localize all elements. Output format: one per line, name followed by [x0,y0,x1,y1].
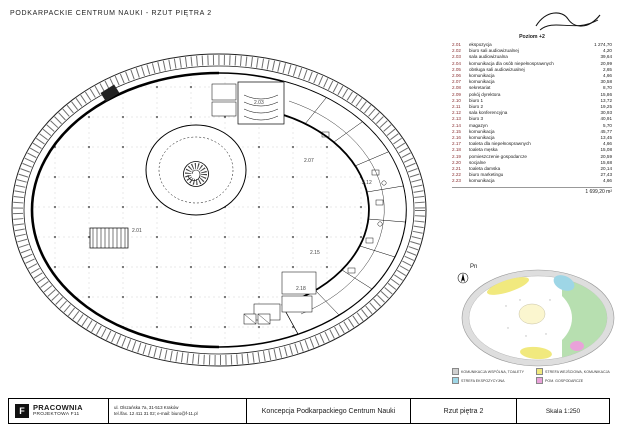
zoning-swatch [536,377,543,384]
zoning-swatch [536,368,543,375]
facade-ring [11,53,427,367]
firm-subname: PROJEKTOWA F11 [33,412,80,418]
zoning-legend-item: KOMUNIKACJA WSPÓLNA, TOALETY [452,368,530,375]
svg-text:2.18: 2.18 [296,286,306,292]
svg-text:2.01: 2.01 [132,228,142,234]
page-title: PODKARPACKIE CENTRUM NAUKI - RZUT PIĘTRA… [10,10,212,17]
central-ramp [145,124,247,216]
drawing-scale: Skala 1:250 [545,407,581,415]
ring-stair [100,84,120,102]
firm-logo-icon: F [15,404,29,418]
sheet-name: Rzut piętra 2 [411,399,517,423]
zoning-swatch [452,368,459,375]
zoning-swatch [452,377,459,384]
firm-address: ul. Olszańska 7a, 31-513 Kraków tel./fax… [109,399,247,423]
zoning-legend-item: STREFA WEJŚCIOWA, KOMUNIKACJA [536,368,614,375]
zoning-legend-item: STREFA EKSPOZYCYJNA [452,377,530,384]
title-block: F PRACOWNIA PROJEKTOWA F11 ul. Olszańska… [8,398,610,424]
firm-name: PRACOWNIA [33,403,83,413]
floor-plan-drawing: 2.01 2.03 2.07 2.12 2.15 2.18 [11,53,427,367]
service-cluster [243,271,317,325]
zoning-minimap: Pn [457,264,615,367]
exhibition-wall [30,71,220,349]
plan-labels: 2.01 2.03 2.07 2.12 2.15 2.18 [132,100,372,292]
zoning-legend-item: POM. GOSPODARCZE [536,377,614,384]
legend-header: Poziom +2 [519,34,545,40]
zoning-legend: KOMUNIKACJA WSPÓLNA, TOALETY STREFA WEJŚ… [452,368,614,384]
svg-text:2.03: 2.03 [254,100,264,106]
audiovisual-hall [211,81,285,125]
svg-text:2.15: 2.15 [310,250,320,256]
svg-text:2.12: 2.12 [362,180,372,186]
stairs-block [89,227,129,249]
svg-text:Pn: Pn [470,264,477,270]
legend-total: 1 699,20 m² [452,186,612,195]
signature-logo-icon [535,12,601,31]
svg-text:2.07: 2.07 [304,158,314,164]
firm-logo: F PRACOWNIA PROJEKTOWA F11 [9,399,109,423]
project-title: Koncepcja Podkarpackiego Centrum Nauki [247,399,411,423]
north-arrow-icon: Pn [457,264,477,284]
